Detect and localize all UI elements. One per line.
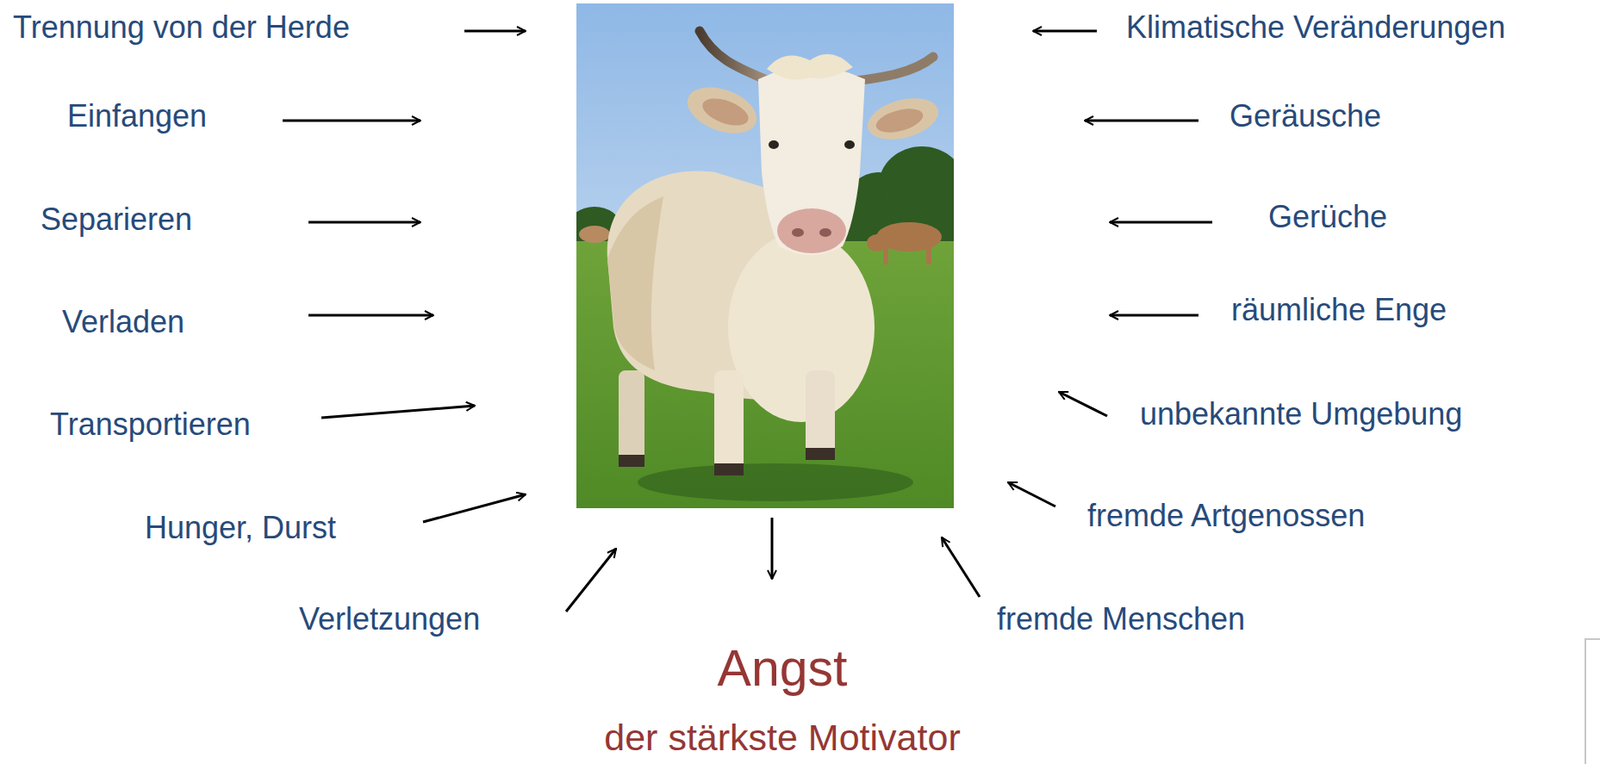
stress-factor-label: Hunger, Durst xyxy=(144,510,337,546)
stress-factor-label: Trennung von der Herde xyxy=(12,10,350,45)
stress-factor-label: fremde Artgenossen xyxy=(1087,498,1365,534)
stress-factor-label: unbekannte Umgebung xyxy=(1139,397,1463,432)
stress-factor-label: Transportieren xyxy=(49,407,251,443)
stress-factor-label: Einfangen xyxy=(67,99,207,134)
subtitle-label: der stärkste Motivator xyxy=(603,717,960,759)
stress-factor-label: Verletzungen xyxy=(298,602,480,637)
stress-factor-label: Verladen xyxy=(62,305,185,340)
cow-photo xyxy=(576,3,954,509)
stress-factor-label: Klimatische Veränderungen xyxy=(1126,10,1506,45)
stress-factor-label: räumliche Enge xyxy=(1231,292,1447,328)
result-label: Angst xyxy=(717,641,848,698)
slide-edge xyxy=(1585,639,1600,764)
stress-factor-label: Geräusche xyxy=(1229,99,1382,134)
stress-factor-label: Separieren xyxy=(40,202,193,237)
stress-factor-label: Gerüche xyxy=(1268,199,1388,235)
stress-factor-label: fremde Menschen xyxy=(996,602,1246,637)
arrow xyxy=(282,31,1213,612)
